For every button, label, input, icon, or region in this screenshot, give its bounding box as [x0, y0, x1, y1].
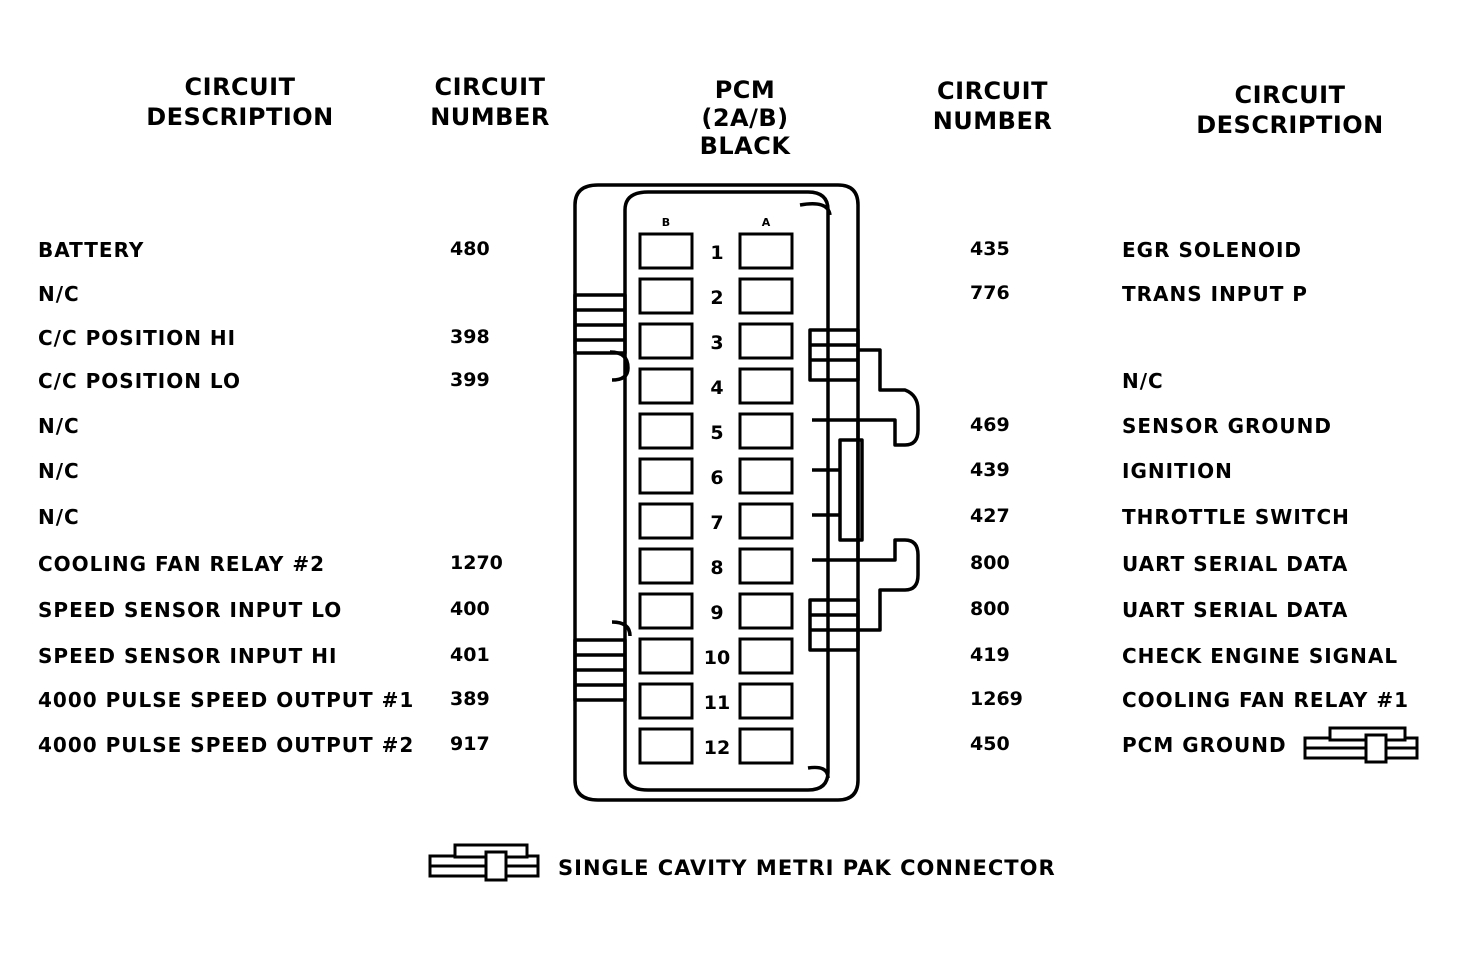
cavity-b — [638, 277, 694, 315]
pin-number: 8 — [710, 557, 723, 579]
cavity-b — [638, 637, 694, 675]
cavity-a — [738, 547, 794, 585]
pin-number: 7 — [710, 512, 723, 534]
left-circuit-number: 401 — [450, 644, 490, 666]
header-line: NUMBER — [430, 103, 550, 131]
right-circuit-description: THROTTLE SWITCH — [1122, 505, 1350, 529]
left-circuit-number: 917 — [450, 733, 490, 755]
header-line: (2A/B) — [701, 104, 789, 132]
cavity-a — [738, 727, 794, 765]
right-circuit-number: 776 — [970, 282, 1010, 304]
metri-pak-connector-icon — [1303, 726, 1419, 764]
pin-number: 5 — [710, 422, 723, 444]
cavity-b — [638, 322, 694, 360]
legend-text: SINGLE CAVITY METRI PAK CONNECTOR — [558, 856, 1056, 880]
left-circuit-number: 1270 — [450, 552, 503, 574]
header-line: NUMBER — [932, 107, 1053, 135]
header-right-number: CIRCUIT NUMBER — [915, 76, 1070, 136]
left-circuit-description: C/C POSITION HI — [38, 326, 237, 350]
right-circuit-description: CHECK ENGINE SIGNAL — [1122, 644, 1399, 668]
left-circuit-number: 400 — [450, 598, 490, 620]
left-circuit-description: SPEED SENSOR INPUT HI — [38, 644, 338, 668]
column-label-b: B — [662, 216, 670, 229]
header-left-number: CIRCUIT NUMBER — [415, 72, 565, 132]
cavity-a — [738, 457, 794, 495]
header-line: CIRCUIT — [1234, 81, 1346, 109]
pin-number: 6 — [710, 467, 723, 489]
header-line: DESCRIPTION — [1196, 111, 1384, 139]
left-circuit-description: N/C — [38, 414, 80, 438]
left-circuit-description: N/C — [38, 282, 80, 306]
right-circuit-number: 450 — [970, 733, 1010, 755]
cavity-a — [738, 277, 794, 315]
right-circuit-number: 419 — [970, 644, 1010, 666]
right-circuit-number: 469 — [970, 414, 1010, 436]
header-right-description: CIRCUIT DESCRIPTION — [1180, 80, 1400, 140]
right-circuit-description: UART SERIAL DATA — [1122, 598, 1349, 622]
pin-number: 2 — [710, 287, 723, 309]
pin-number: 4 — [710, 377, 723, 399]
right-circuit-number: 439 — [970, 459, 1010, 481]
cavity-b — [638, 412, 694, 450]
cavity-a — [738, 367, 794, 405]
left-circuit-description: 4000 PULSE SPEED OUTPUT #1 — [38, 688, 415, 712]
cavity-a — [738, 412, 794, 450]
cavity-b — [638, 727, 694, 765]
pin-number: 9 — [710, 602, 723, 624]
cavity-a — [738, 592, 794, 630]
pin-number: 1 — [710, 242, 723, 264]
cavity-a — [738, 232, 794, 270]
left-circuit-number: 480 — [450, 238, 490, 260]
pin-number: 11 — [704, 692, 730, 714]
pin-number: 3 — [710, 332, 723, 354]
right-circuit-number: 1269 — [970, 688, 1023, 710]
left-circuit-number: 389 — [450, 688, 490, 710]
pin-number: 10 — [704, 647, 730, 669]
cavity-a — [738, 502, 794, 540]
right-circuit-description: UART SERIAL DATA — [1122, 552, 1349, 576]
cavity-a — [738, 322, 794, 360]
header-line: DESCRIPTION — [146, 103, 334, 131]
header-left-description: CIRCUIT DESCRIPTION — [130, 72, 350, 132]
left-circuit-number: 399 — [450, 369, 490, 391]
left-circuit-description: N/C — [38, 505, 80, 529]
header-line: PCM — [714, 76, 776, 104]
right-circuit-number: 427 — [970, 505, 1010, 527]
cavity-b — [638, 682, 694, 720]
right-circuit-number: 435 — [970, 238, 1010, 260]
header-line: CIRCUIT — [434, 73, 546, 101]
metri-pak-connector-icon — [428, 843, 540, 882]
right-circuit-number: 800 — [970, 552, 1010, 574]
right-circuit-description: EGR SOLENOID — [1122, 238, 1303, 262]
right-circuit-description: TRANS INPUT P — [1122, 282, 1308, 306]
cavity-a — [738, 682, 794, 720]
right-circuit-description: IGNITION — [1122, 459, 1233, 483]
pin-number: 12 — [704, 737, 730, 759]
header-line: BLACK — [699, 132, 791, 160]
cavity-b — [638, 367, 694, 405]
left-circuit-description: 4000 PULSE SPEED OUTPUT #2 — [38, 733, 415, 757]
cavity-b — [638, 592, 694, 630]
cavity-b — [638, 457, 694, 495]
column-label-a: A — [762, 216, 771, 229]
right-circuit-description: PCM GROUND — [1122, 733, 1287, 757]
left-circuit-number: 398 — [450, 326, 490, 348]
right-circuit-description: N/C — [1122, 369, 1164, 393]
right-circuit-description: COOLING FAN RELAY #1 — [1122, 688, 1410, 712]
left-circuit-description: COOLING FAN RELAY #2 — [38, 552, 326, 576]
cavity-a — [738, 637, 794, 675]
header-pcm: PCM (2A/B) BLACK — [680, 76, 810, 160]
right-circuit-description: SENSOR GROUND — [1122, 414, 1332, 438]
cavity-b — [638, 232, 694, 270]
header-line: CIRCUIT — [184, 73, 296, 101]
right-circuit-number: 800 — [970, 598, 1010, 620]
header-line: CIRCUIT — [937, 77, 1048, 105]
left-circuit-description: BATTERY — [38, 238, 145, 262]
left-circuit-description: C/C POSITION LO — [38, 369, 241, 393]
cavity-b — [638, 547, 694, 585]
left-circuit-description: SPEED SENSOR INPUT LO — [38, 598, 343, 622]
cavity-b — [638, 502, 694, 540]
left-circuit-description: N/C — [38, 459, 80, 483]
